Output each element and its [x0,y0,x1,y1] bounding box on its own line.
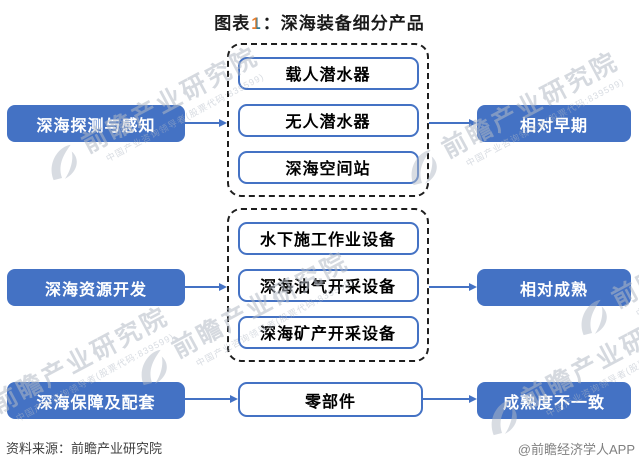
product-box-unmanned-submersible: 无人潜水器 [237,103,419,137]
page-title: 图表1：深海装备细分产品 [0,9,639,34]
brand-logo-icon [33,136,92,197]
watermark-tagline: 中国产业咨询领导者(股票代码:839599) [634,226,639,319]
product-box-mineral-equipment: 深海矿产开采设备 [237,315,419,349]
arrow-row1-left [185,119,227,127]
arrow-row2-right [429,283,477,291]
product-group-detection: 载人潜水器 无人潜水器 深海空间站 [227,43,429,197]
arrow-row2-left [185,283,227,291]
category-box-support: 深海保障及配套 [7,382,185,419]
title-prefix: 图表 [214,14,251,33]
arrow-row1-right [429,119,477,127]
category-box-detection: 深海探测与感知 [7,105,185,142]
product-box-components: 零部件 [238,382,423,417]
maturity-box-inconsistent: 成熟度不一致 [477,382,631,419]
product-box-deep-sea-station: 深海空间站 [237,150,419,184]
arrow-row3-left [185,395,238,403]
maturity-box-early: 相对早期 [477,105,631,142]
credit-note: @前瞻经济学人APP [517,442,635,457]
maturity-box-mature: 相对成熟 [477,269,631,306]
product-box-manned-submersible: 载人潜水器 [237,56,419,90]
title-suffix: ：深海装备细分产品 [262,14,425,33]
category-box-resource: 深海资源开发 [7,269,185,306]
product-box-oil-gas-equipment: 深海油气开采设备 [237,268,419,302]
watermark: 前瞻产业研究院中国产业咨询领导者(股票代码:839599) [473,295,639,452]
arrow-row3-right [423,395,477,403]
product-group-resource: 水下施工作业设备 深海油气开采设备 深海矿产开采设备 [227,208,429,362]
title-number: 1 [251,14,262,33]
source-note: 资料来源：前瞻产业研究院 [6,441,163,456]
brand-logo-icon [0,396,2,457]
watermark: 前瞻产业研究院中国产业咨询领导者(股票代码:839599) [0,300,182,457]
product-box-underwater-construction: 水下施工作业设备 [237,221,419,255]
